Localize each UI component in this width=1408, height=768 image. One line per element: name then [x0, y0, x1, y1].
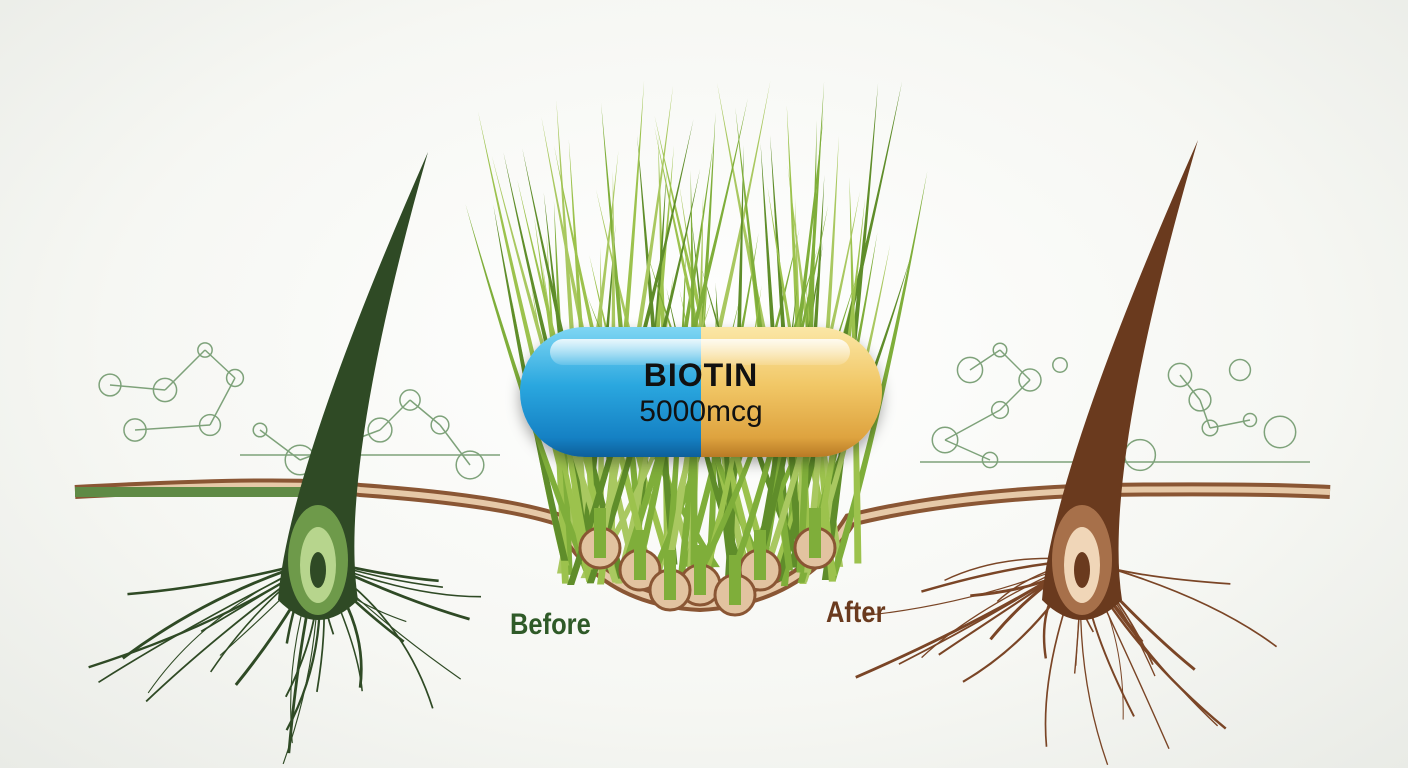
hair-strand — [796, 120, 817, 573]
molecule-node — [367, 417, 393, 443]
biotin-capsule: BIOTIN 5000mcg — [520, 327, 882, 457]
molecule-node — [992, 342, 1008, 358]
molecule-node — [1167, 362, 1193, 388]
capsule-highlight — [550, 339, 850, 365]
molecule-node — [1018, 368, 1042, 392]
molecule-node — [252, 422, 268, 438]
capsule-label: BIOTIN — [643, 357, 759, 393]
molecule-node — [1188, 388, 1212, 412]
before-label: Before — [510, 608, 591, 641]
molecule-node — [990, 400, 1010, 420]
molecule-node — [197, 342, 213, 358]
molecule-node — [455, 450, 485, 480]
molecule-node — [981, 451, 999, 469]
molecule-node — [956, 356, 984, 384]
molecule-network-icons — [98, 342, 1310, 480]
molecule-node — [1201, 419, 1219, 437]
molecule-node — [1242, 412, 1258, 428]
molecule-node — [98, 373, 122, 397]
hair-shaft — [1042, 140, 1198, 620]
molecule-node — [1263, 415, 1297, 449]
molecule-node — [152, 377, 178, 403]
molecule-node — [399, 389, 421, 411]
molecule-node — [1052, 357, 1068, 373]
hair-shaft — [278, 152, 428, 620]
after-label: After — [826, 596, 886, 629]
hair-follicles — [278, 140, 1198, 620]
molecule-node — [225, 368, 245, 388]
molecule-node — [1123, 438, 1157, 472]
molecule-node — [430, 415, 450, 435]
hair-strand — [705, 287, 717, 576]
molecule-node — [931, 426, 959, 454]
molecule-node — [1228, 358, 1252, 382]
hair-strand — [663, 245, 687, 580]
capsule-dose: 5000mcg — [639, 395, 763, 428]
